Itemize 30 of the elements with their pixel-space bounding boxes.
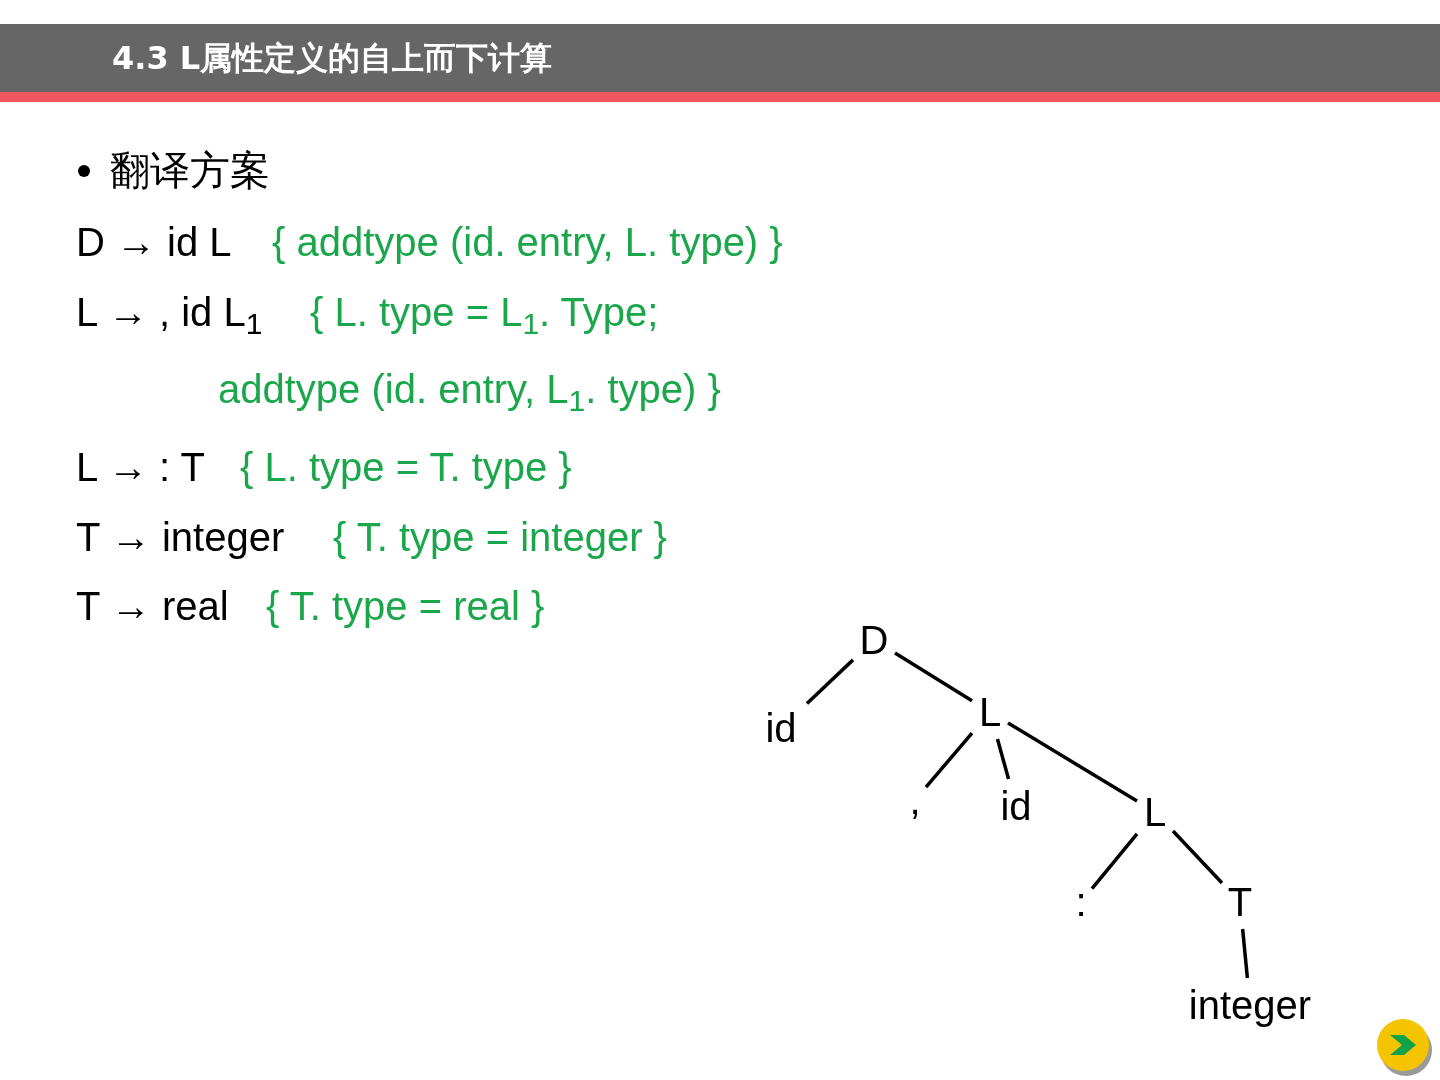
- tree-node-label: integer: [1175, 982, 1325, 1028]
- tree-edge: [1007, 721, 1138, 803]
- bullet-heading: 翻译方案: [110, 147, 270, 194]
- semantic-action: { L. type = L$_{1}$. Type;: [310, 289, 659, 336]
- production-rule: L → : T: [76, 444, 205, 491]
- semantic-action: { T. type = integer }: [333, 514, 667, 561]
- tree-node-label: L: [1141, 789, 1169, 835]
- semantic-action: { addtype (id. entry, L. type) }: [272, 219, 783, 266]
- semantic-action: addtype (id. entry, L$_{1}$. type) }: [218, 366, 721, 413]
- tree-edge: [1240, 928, 1250, 979]
- tree-node-label: L: [976, 689, 1004, 735]
- production-rule: T → real: [76, 583, 229, 630]
- production-rule: D → id L: [76, 219, 232, 266]
- tree-edge: [805, 658, 855, 705]
- semantic-action: { T. type = real }: [266, 583, 545, 630]
- tree-node-label: id: [994, 783, 1038, 829]
- tree-node-label: :: [1074, 882, 1088, 922]
- tree-node-label: ,: [908, 780, 922, 820]
- tree-edge: [894, 651, 973, 703]
- tree-edge: [1090, 832, 1139, 890]
- semantic-action: { L. type = T. type }: [240, 444, 572, 491]
- slide-title: 4.3 L属性定义的自上而下计算: [112, 38, 553, 78]
- tree-edge: [1171, 829, 1224, 885]
- production-rule: T → integer: [76, 514, 285, 561]
- tree-edge: [924, 732, 974, 789]
- tree-edge: [995, 738, 1011, 780]
- production-rule: L → , id L$_{1}$: [76, 289, 263, 336]
- tree-node-label: T: [1226, 879, 1254, 925]
- tree-node-label: D: [857, 617, 891, 663]
- tree-node-label: id: [759, 705, 803, 751]
